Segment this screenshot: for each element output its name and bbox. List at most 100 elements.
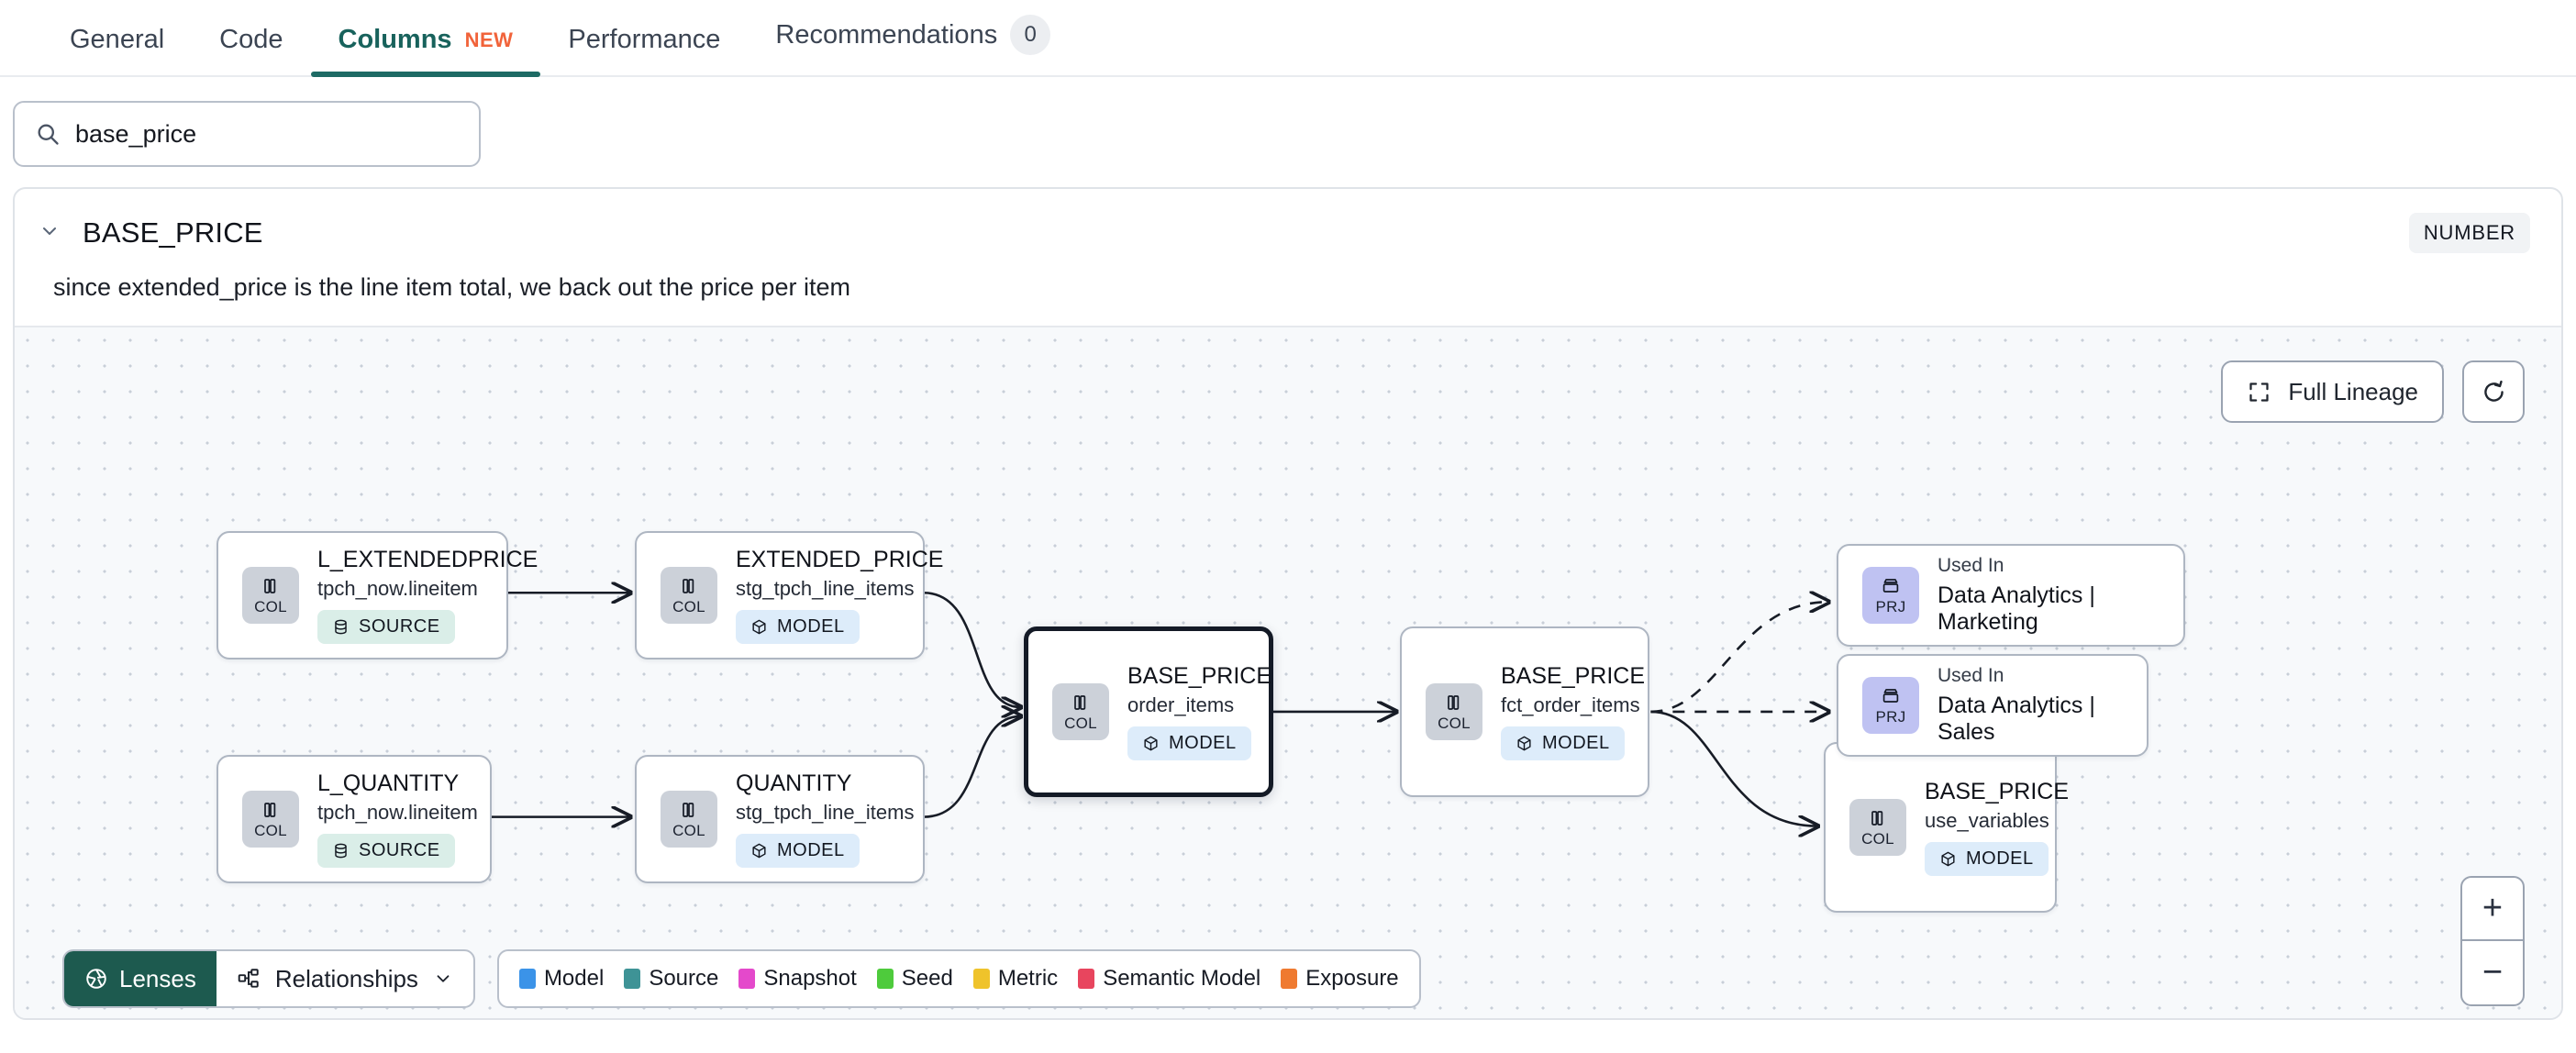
- legend-label: Metric: [997, 966, 1059, 991]
- legend-label: Snapshot: [763, 966, 857, 991]
- node-subtitle: stg_tpch_line_items: [736, 577, 915, 600]
- page-title: BASE_PRICE: [83, 216, 263, 249]
- legend-swatch: [972, 969, 990, 989]
- chevron-down-icon[interactable]: [39, 220, 61, 246]
- legend-item-exposure[interactable]: Exposure: [1281, 966, 1399, 992]
- project-name: Data Analytics | Marketing: [1938, 582, 2095, 635]
- col-type-icon: COL: [661, 567, 717, 624]
- project-type-icon: PRJ: [1862, 677, 1919, 734]
- node-badge-model: MODEL: [1501, 726, 1625, 760]
- lineage-node-base-price-order-items[interactable]: COL BASE_PRICE order_items MODEL: [1024, 626, 1273, 797]
- cube-icon: [1516, 735, 1533, 752]
- refresh-button[interactable]: [2462, 360, 2525, 423]
- node-badge-label: MODEL: [777, 840, 845, 860]
- tab-recommendations[interactable]: Recommendations 0: [748, 15, 1078, 75]
- legend-label: Source: [649, 966, 719, 991]
- lineage-node-l-quantity[interactable]: COL L_QUANTITY tpch_now.lineitem SOURCE: [217, 755, 492, 883]
- node-badge-source: SOURCE: [317, 610, 455, 644]
- lineage-node-l-extendedprice[interactable]: COL L_EXTENDEDPRICE tpch_now.lineitem SO…: [217, 531, 538, 660]
- node-title: L_EXTENDEDPRICE: [317, 547, 539, 572]
- node-title: QUANTITY: [736, 770, 852, 796]
- full-lineage-label: Full Lineage: [2288, 377, 2418, 405]
- aperture-icon: [84, 967, 108, 991]
- database-icon: [332, 618, 350, 636]
- tab-label: Columns: [338, 25, 452, 54]
- lineage-node-base-price-use-variables[interactable]: COL BASE_PRICE use_variables MODEL: [1824, 742, 2069, 913]
- tab-bar: General Code Columns NEW Performance Rec…: [0, 0, 2576, 77]
- tab-columns[interactable]: Columns NEW: [310, 25, 541, 77]
- node-badge-label: MODEL: [777, 616, 845, 637]
- node-title: EXTENDED_PRICE: [736, 547, 944, 572]
- project-type-label: PRJ: [1875, 707, 1906, 726]
- node-subtitle: stg_tpch_line_items: [736, 801, 915, 824]
- legend-swatch: [738, 969, 756, 989]
- legend: Model Source Snapshot Seed Metric: [496, 949, 1421, 1008]
- canvas-bottom-controls: Lenses Relationships: [62, 949, 1421, 1008]
- search-input[interactable]: [75, 119, 459, 149]
- zoom-out-button[interactable]: −: [2482, 953, 2504, 992]
- col-type-label: COL: [254, 821, 287, 839]
- col-type-icon: COL: [1849, 799, 1906, 856]
- legend-swatch: [876, 969, 894, 989]
- col-type-label: COL: [672, 821, 705, 839]
- legend-item-source[interactable]: Source: [624, 966, 718, 992]
- tab-code[interactable]: Code: [192, 25, 310, 75]
- lenses-button[interactable]: Lenses: [64, 951, 217, 1006]
- lineage-node-project-sales[interactable]: PRJ Used In Data Analytics | Sales: [1837, 654, 2149, 757]
- cube-icon: [750, 842, 768, 859]
- tab-label: Code: [219, 25, 283, 54]
- node-badge-label: SOURCE: [359, 616, 440, 637]
- legend-label: Model: [543, 966, 605, 991]
- search-box[interactable]: [13, 101, 481, 167]
- tab-label: Performance: [568, 25, 721, 54]
- tab-performance[interactable]: Performance: [540, 25, 748, 75]
- refresh-icon: [2481, 379, 2507, 405]
- relationships-label: Relationships: [274, 964, 418, 992]
- legend-label: Exposure: [1305, 966, 1399, 991]
- node-badge-label: MODEL: [1542, 733, 1610, 753]
- node-badge-model: MODEL: [736, 834, 860, 868]
- lineage-node-quantity[interactable]: COL QUANTITY stg_tpch_line_items MODEL: [635, 755, 925, 883]
- legend-swatch: [1281, 969, 1298, 989]
- lineage-node-base-price-fct-order-items[interactable]: COL BASE_PRICE fct_order_items MODEL: [1400, 626, 1649, 797]
- relationships-dropdown[interactable]: Relationships: [217, 951, 473, 1006]
- cube-icon: [1142, 735, 1160, 752]
- column-header: BASE_PRICE NUMBER: [15, 189, 2561, 253]
- col-type-label: COL: [1438, 714, 1471, 732]
- legend-label: Semantic Model: [1103, 966, 1261, 991]
- project-kicker: Used In: [1938, 555, 2004, 576]
- col-type-label: COL: [1064, 714, 1097, 732]
- node-badge-model: MODEL: [1127, 726, 1251, 760]
- legend-item-model[interactable]: Model: [518, 966, 605, 992]
- node-subtitle: tpch_now.lineitem: [317, 801, 478, 824]
- column-type-badge: NUMBER: [2408, 213, 2530, 253]
- project-name: Data Analytics | Sales: [1938, 693, 2095, 745]
- legend-item-snapshot[interactable]: Snapshot: [738, 966, 857, 992]
- project-type-label: PRJ: [1875, 597, 1906, 615]
- canvas-top-controls: Full Lineage: [2221, 360, 2525, 423]
- col-type-icon: COL: [242, 567, 299, 624]
- tab-label: General: [70, 25, 165, 54]
- legend-item-metric[interactable]: Metric: [972, 966, 1059, 992]
- lineage-node-extended-price[interactable]: COL EXTENDED_PRICE stg_tpch_line_items M…: [635, 531, 943, 660]
- zoom-in-button[interactable]: +: [2462, 878, 2523, 941]
- lineage-node-project-marketing[interactable]: PRJ Used In Data Analytics | Marketing: [1837, 544, 2185, 647]
- legend-item-semantic-model[interactable]: Semantic Model: [1078, 966, 1260, 992]
- legend-label: Seed: [901, 966, 953, 991]
- full-lineage-button[interactable]: Full Lineage: [2221, 360, 2444, 423]
- node-badge-model: MODEL: [1925, 842, 2049, 876]
- node-badge-source: SOURCE: [317, 834, 455, 868]
- lens-group: Lenses Relationships: [62, 949, 475, 1008]
- legend-item-seed[interactable]: Seed: [876, 966, 953, 992]
- node-badge-label: SOURCE: [359, 840, 440, 860]
- lineage-edges: [491, 327, 2561, 1020]
- tab-label: Recommendations: [775, 19, 998, 50]
- tab-general[interactable]: General: [42, 25, 192, 75]
- search-icon: [35, 121, 61, 147]
- col-type-icon: COL: [242, 791, 299, 848]
- col-type-label: COL: [254, 597, 287, 615]
- chevron-down-icon: [433, 969, 453, 989]
- recommendations-count-badge: 0: [1010, 15, 1051, 55]
- search-area: [0, 77, 2576, 187]
- lineage-canvas[interactable]: COL L_EXTENDEDPRICE tpch_now.lineitem SO…: [15, 326, 2561, 1020]
